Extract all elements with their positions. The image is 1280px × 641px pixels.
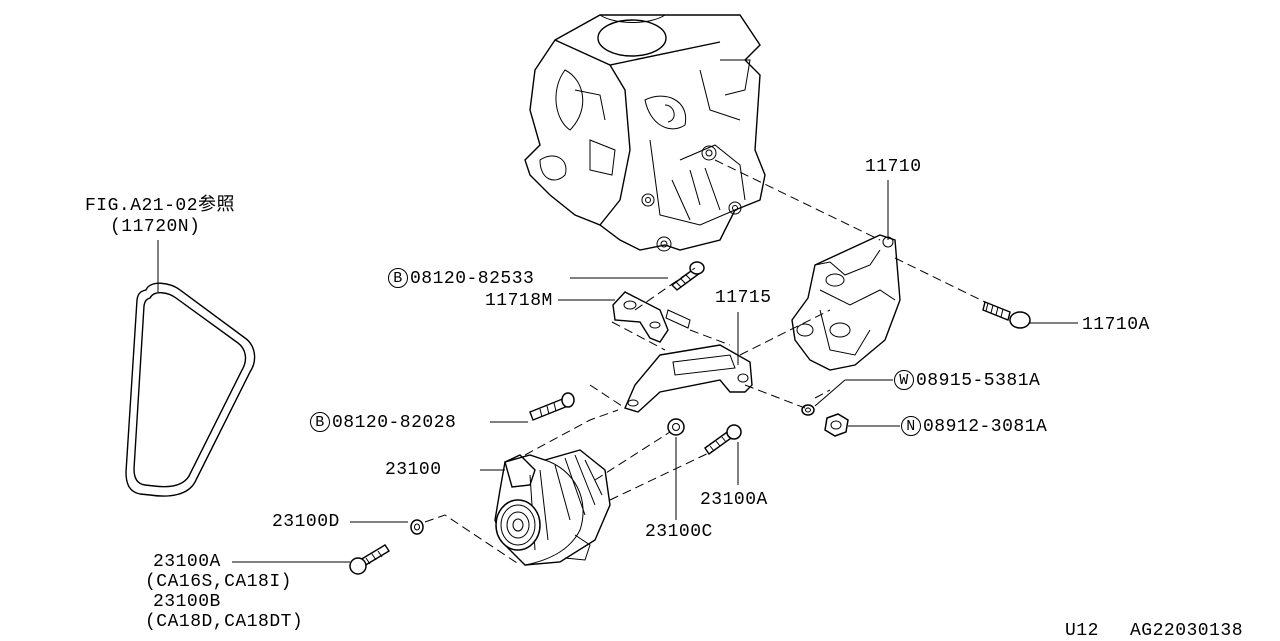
part-label-11718m[interactable]: 11718M	[485, 291, 553, 311]
part-label-23100c[interactable]: 23100C	[645, 522, 713, 542]
nut-mark-icon: N	[901, 416, 921, 436]
bracket-11718m	[612, 291, 691, 343]
leader-lines	[232, 277, 900, 563]
washer-23100d	[410, 519, 424, 535]
part-label-23100a-left[interactable]: 23100A	[153, 552, 221, 572]
part-label-11710a[interactable]: 11710A	[1082, 315, 1150, 335]
part-label-23100b[interactable]: 23100B	[153, 592, 221, 612]
adjusting-bar	[624, 312, 753, 413]
part-label-11710[interactable]: 11710	[865, 157, 922, 177]
drive-belt	[125, 240, 256, 497]
figure-code: AG22030138	[1130, 621, 1244, 641]
engine-block	[524, 14, 766, 252]
bolt-08120-82028	[529, 392, 575, 421]
alternator-bracket	[791, 180, 901, 371]
alternator	[480, 449, 611, 566]
figure-reference: FIG.A21-02参照	[85, 196, 236, 216]
part-number: 08915-5381A	[916, 370, 1041, 391]
part-label-11715[interactable]: 11715	[715, 288, 772, 308]
page-code: U12	[1065, 621, 1099, 641]
figure-reference-part: (11720N)	[110, 217, 201, 237]
part-number: 08120-82028	[332, 412, 457, 433]
variant-note-1: (CA16S,CA18I)	[145, 572, 292, 592]
bolt-23100a-left	[349, 544, 390, 575]
spacer-23100c	[667, 418, 685, 520]
variant-note-2: (CA18D,CA18DT)	[145, 612, 304, 632]
bolt-23100a-right	[704, 424, 742, 485]
bolt-11710a	[982, 301, 1078, 329]
part-number: 08120-82533	[410, 268, 535, 289]
bolt-mark-icon: B	[388, 268, 408, 288]
assembly-lines	[424, 159, 986, 566]
part-label-23100d[interactable]: 23100D	[272, 512, 340, 532]
part-label-23100[interactable]: 23100	[385, 460, 442, 480]
part-label-23100a-right[interactable]: 23100A	[700, 490, 768, 510]
washer-mark-icon: W	[894, 370, 914, 390]
washer-and-nut	[801, 404, 849, 437]
part-number: 08912-3081A	[923, 416, 1048, 437]
bolt-mark-icon: B	[310, 412, 330, 432]
bolt-08120-82533	[670, 261, 705, 291]
